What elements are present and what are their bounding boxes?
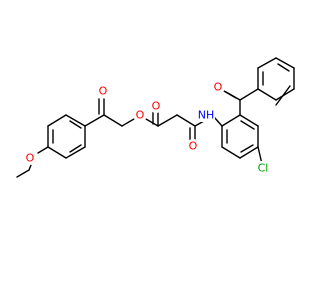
atom-o-ester-carbonyl: O: [152, 100, 161, 113]
atom-o-carbonyl-left: O: [99, 85, 108, 98]
atom-o-methoxy: O: [26, 152, 35, 165]
atom-cl: Cl: [258, 162, 269, 175]
atom-o-carbonyl-left-bg: [96, 84, 110, 98]
atom-nh: NH: [198, 109, 215, 122]
molecule-structure: O O O O NH O O Cl: [16, 57, 295, 178]
atom-o-ester-link: O: [136, 109, 145, 122]
atom-o-ester-link-bg: [133, 108, 147, 122]
atom-o-amide: O: [189, 140, 198, 153]
atom-o-ketone: O: [214, 81, 223, 94]
atom-label-layer: O O O O NH O O Cl: [23, 80, 271, 175]
atom-o-methoxy-bg: [23, 151, 37, 165]
atom-o-amide-bg: [186, 139, 200, 153]
atom-cl-bg: [255, 161, 271, 175]
bond-layer: [16, 57, 295, 178]
atom-nh-bg: [198, 108, 215, 122]
atom-o-ester-carbonyl-bg: [149, 99, 163, 113]
atom-o-ketone-bg: [211, 80, 225, 94]
